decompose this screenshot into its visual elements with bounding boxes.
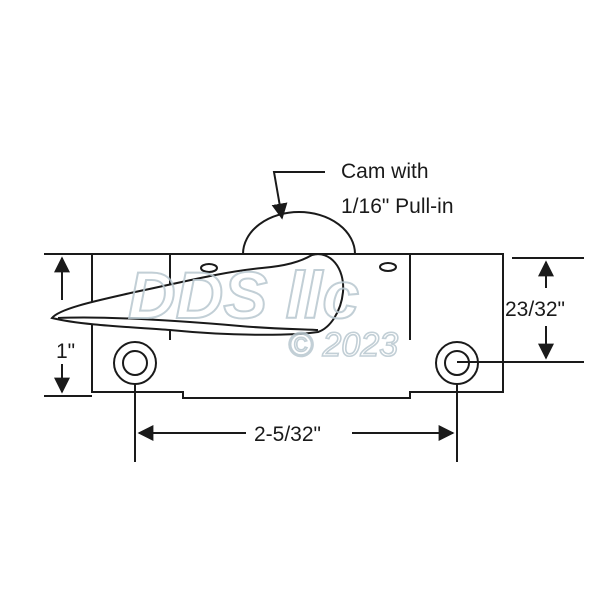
lever-handle xyxy=(50,253,345,336)
lever-highlight xyxy=(57,316,319,331)
height-label: 1" xyxy=(56,340,75,363)
cam xyxy=(241,211,357,255)
spacing-label: 2-5/32" xyxy=(254,423,321,446)
slot-right xyxy=(379,262,397,272)
cam-label-line1: Cam with xyxy=(341,160,429,183)
cam-callout-arrow xyxy=(271,171,325,220)
offset-label: 23/32" xyxy=(505,298,565,321)
slot-left xyxy=(200,263,218,273)
watermark-copyright: © 2023 xyxy=(288,326,398,364)
cam-label-line2: 1/16" Pull-in xyxy=(341,195,454,218)
watermark-text: DDS llc xyxy=(128,258,359,332)
screw-hole-left-inner xyxy=(122,350,148,376)
